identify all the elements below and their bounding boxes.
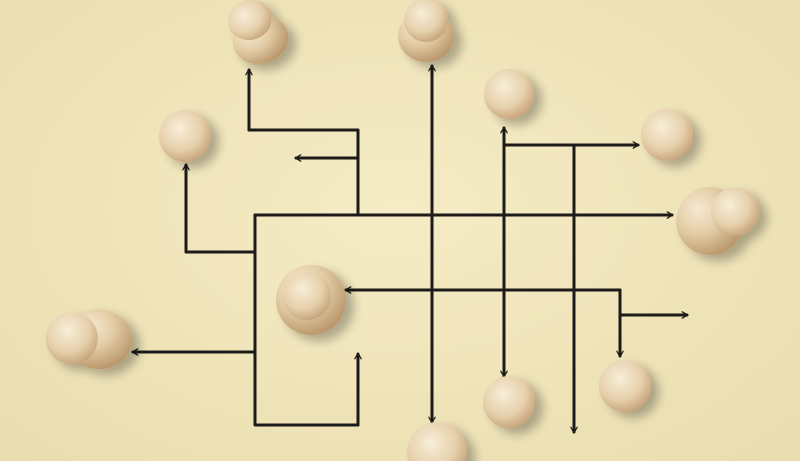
- peg-figure-top-center: [398, 0, 454, 62]
- ball-figure-bottom-center: [407, 422, 467, 461]
- ball-figure-bottom-right: [599, 360, 651, 412]
- peg-figure-top-left: [228, 0, 289, 65]
- wooden-figures: [45, 0, 759, 461]
- peg-figure-right: [676, 187, 759, 256]
- ball-figure-upper-left: [159, 110, 211, 162]
- line-left-trunk: [253, 213, 360, 427]
- line-upper-branch: [247, 128, 360, 217]
- arrow-lines: [131, 64, 689, 434]
- ball-figure-upper-middle: [484, 69, 534, 119]
- ball-figure-upper-right: [641, 109, 693, 161]
- peg-figure-left: [45, 308, 132, 370]
- peg-figure-center: [276, 265, 346, 335]
- ball-figure-bottom-middle: [483, 376, 535, 428]
